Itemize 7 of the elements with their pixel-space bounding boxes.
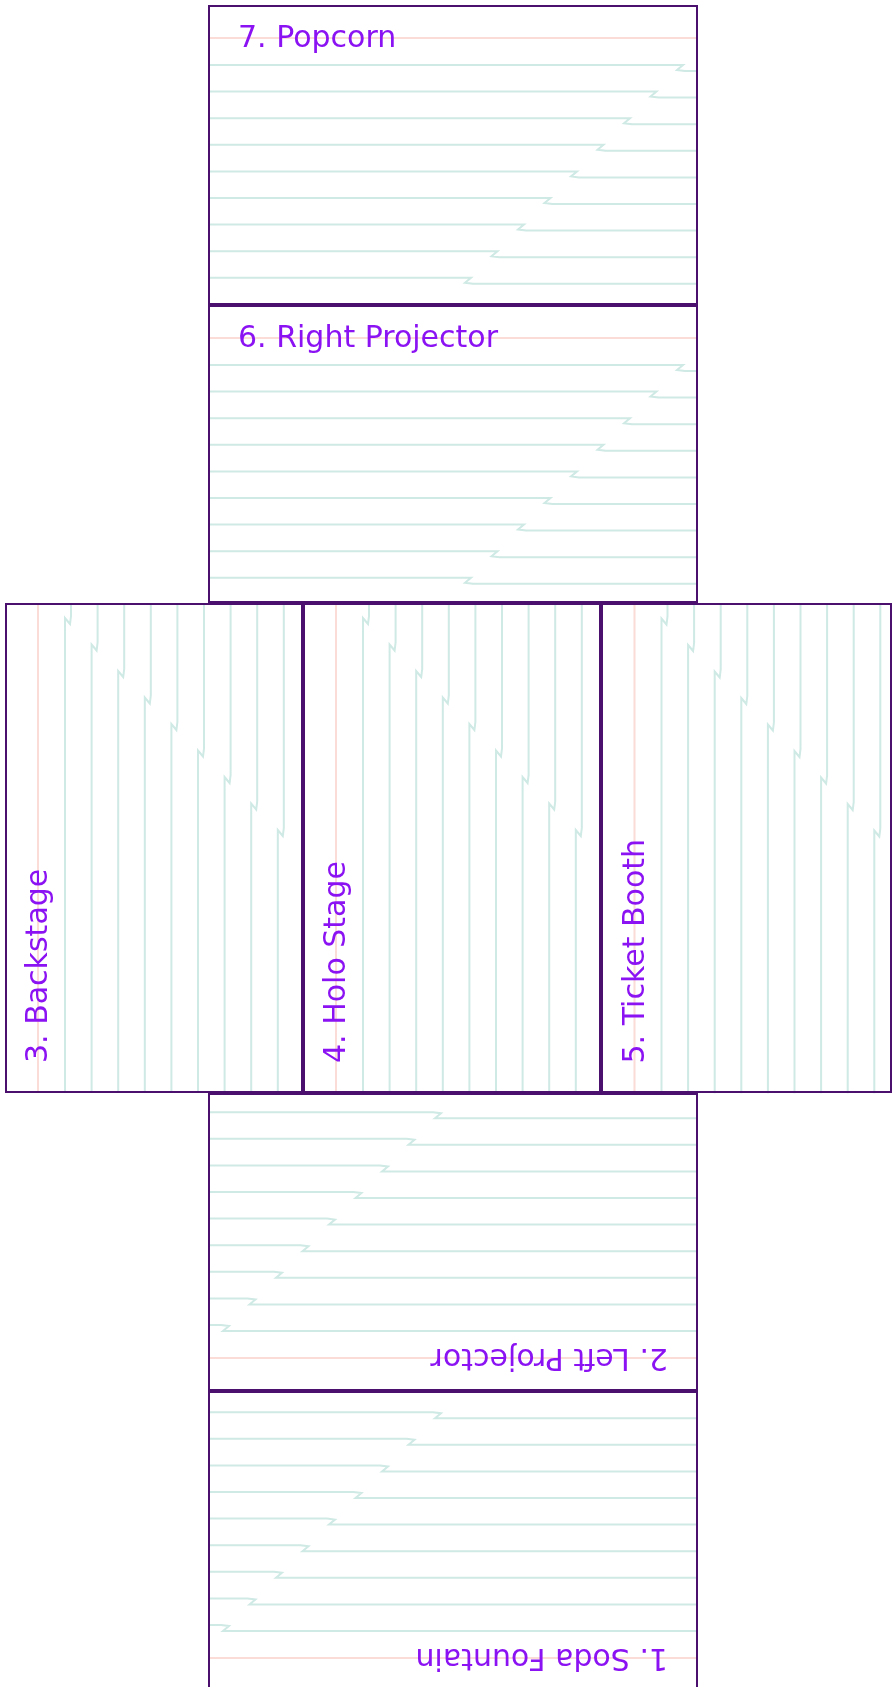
panel-label: 5. Ticket Booth [615,838,650,1063]
panel-label: 2. Left Projector [430,1342,668,1377]
panel-label: 7. Popcorn [238,19,397,54]
panel-label: 6. Right Projector [238,319,499,354]
panel-label: 1. Soda Fountain [415,1642,668,1677]
panel-label: 3. Backstage [19,868,54,1063]
panel-label: 4. Holo Stage [317,861,352,1063]
